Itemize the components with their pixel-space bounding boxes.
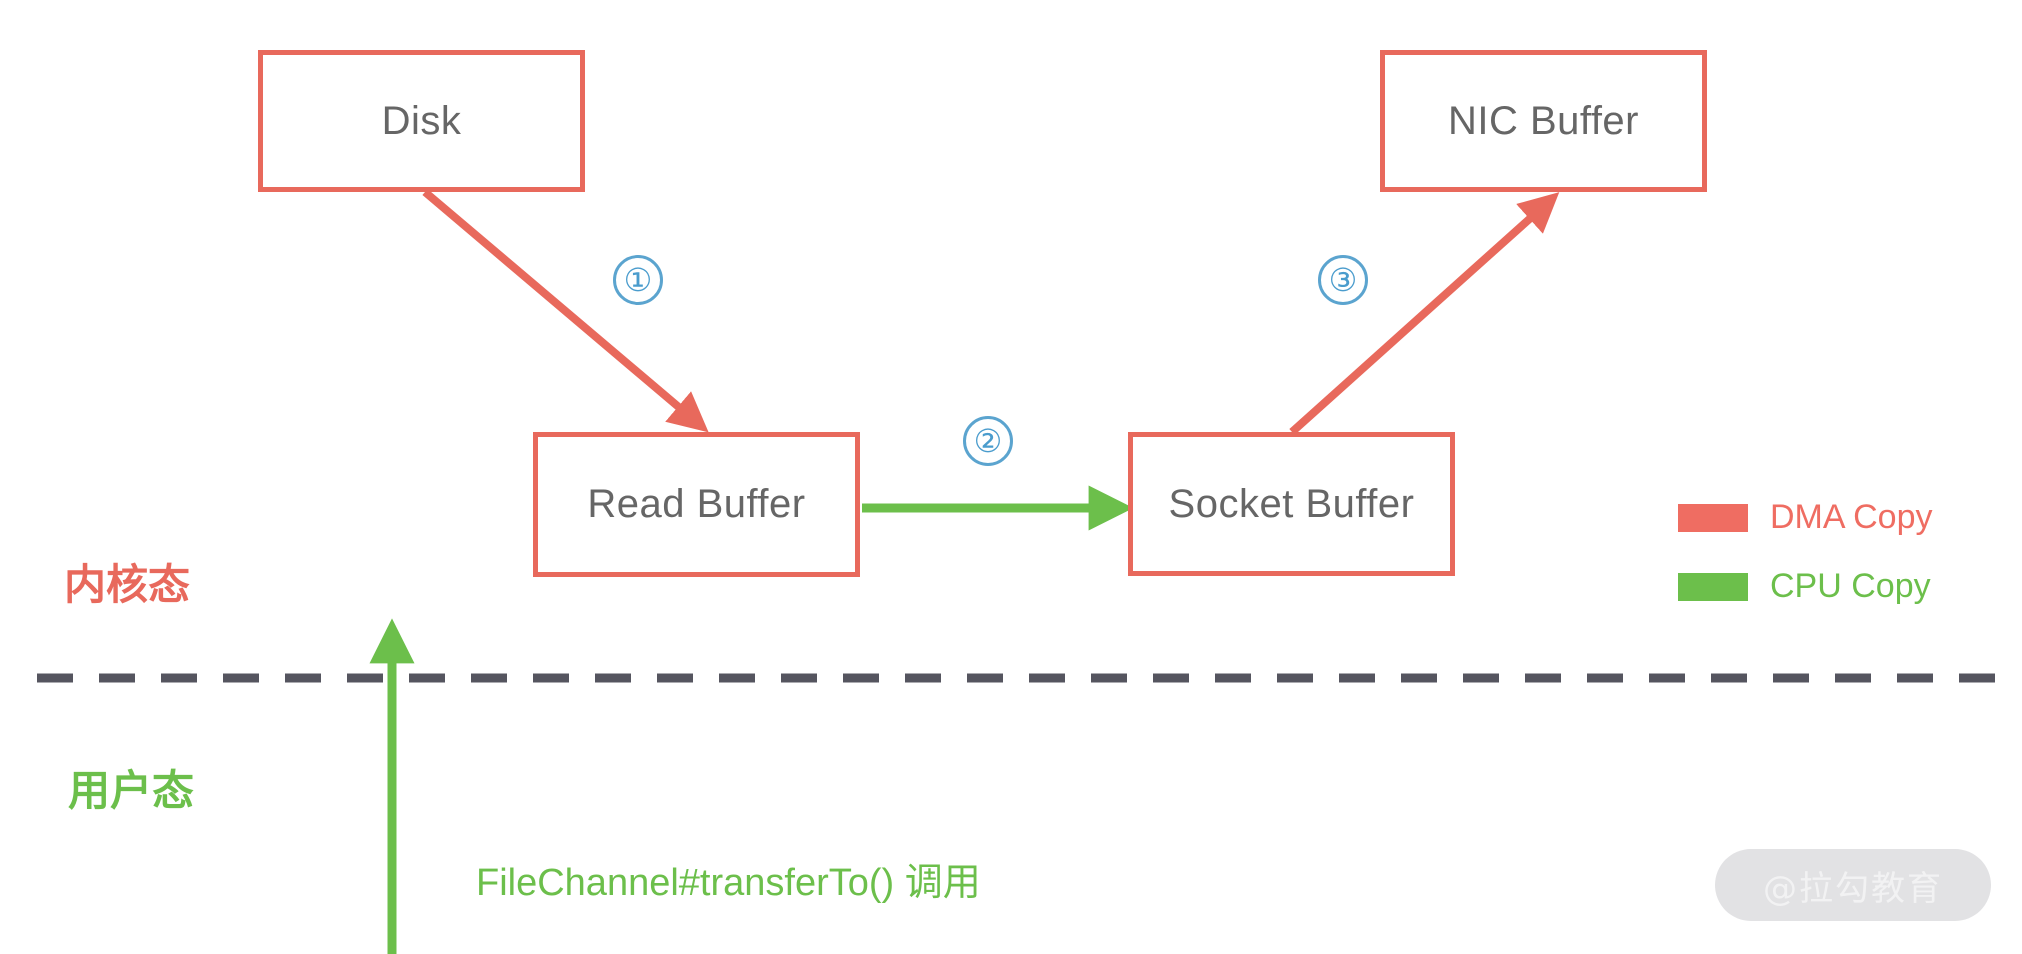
legend-swatch-cpu-copy (1678, 572, 1748, 601)
arrow-disk-to-read-buffer (422, 188, 709, 433)
legend-swatch-dma-copy (1678, 503, 1748, 532)
node-disk-label: Disk (381, 98, 462, 143)
legend-item-dma-copy: DMA Copy (1678, 498, 1933, 537)
watermark-text: @拉勾教育 (1763, 868, 1943, 909)
legend-item-cpu-copy: CPU Copy (1678, 567, 1933, 606)
kernel-mode-label: 内核态 (64, 560, 191, 609)
user-mode-label: 用户态 (68, 766, 195, 815)
node-nic-buffer-label: NIC Buffer (1448, 98, 1639, 143)
node-read-buffer[interactable]: Read Buffer (533, 432, 860, 577)
step-badge-2: ② (963, 416, 1013, 466)
arrow-socket-buffer-to-nic-buffer (1289, 192, 1560, 435)
watermark-badge: @拉勾教育 (1715, 849, 1991, 921)
node-disk[interactable]: Disk (258, 50, 585, 192)
node-nic-buffer[interactable]: NIC Buffer (1380, 50, 1707, 192)
step-badge-1: ① (613, 255, 663, 305)
legend-label-cpu-copy: CPU Copy (1770, 567, 1931, 605)
node-read-buffer-label: Read Buffer (587, 482, 806, 526)
node-socket-buffer-label: Socket Buffer (1168, 481, 1415, 526)
step-badge-3: ③ (1318, 255, 1368, 305)
legend: DMA Copy CPU Copy (1678, 498, 1933, 606)
transfer-to-call-label: FileChannel#transferTo() 调用 (476, 862, 981, 904)
node-socket-buffer[interactable]: Socket Buffer (1128, 432, 1455, 576)
legend-label-dma-copy: DMA Copy (1770, 498, 1933, 536)
